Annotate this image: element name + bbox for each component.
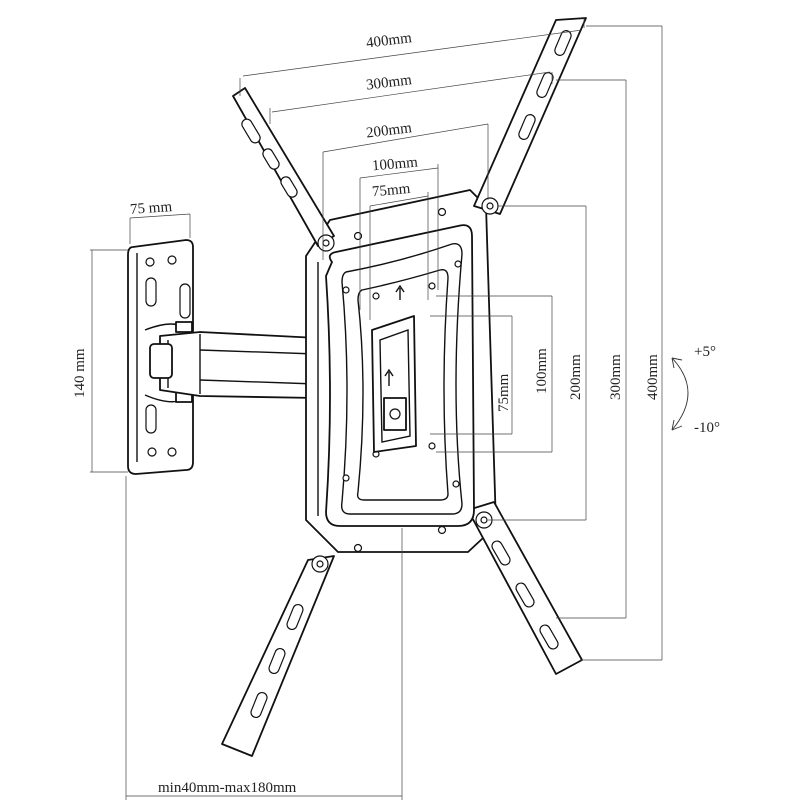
swivel-arm [149,331,319,399]
rail-upper-left [232,87,335,252]
label-vesa-height-200: 200mm [568,354,584,400]
label-vesa-width-400: 400mm [365,30,413,52]
rail-lower-right [467,501,583,675]
vesa-rails [221,17,587,757]
label-wall-plate-width: 75 mm [130,199,173,218]
front-plate [325,207,475,553]
label-vesa-width-200: 200mm [365,120,413,142]
label-vesa-width-300: 300mm [365,72,413,94]
label-tilt-down: -10° [694,420,720,436]
label-vesa-width-75: 75mm [371,181,411,200]
label-vesa-height-100: 100mm [534,348,550,394]
label-vesa-height-300: 300mm [608,354,624,400]
label-tilt-up: +5° [694,344,716,360]
label-vesa-height-75: 75mm [496,373,512,412]
label-vesa-width-100: 100mm [371,154,418,174]
dimension-labels: 400mm 300mm 200mm 100mm 75mm 75 mm 140 m… [72,30,720,796]
rail-lower-left [221,555,335,757]
dimension-lines [90,18,689,800]
label-vesa-height-400: 400mm [645,354,661,400]
rail-upper-right [473,17,587,215]
label-wall-distance: min40mm-max180mm [158,780,297,796]
label-wall-plate-height: 140 mm [72,348,88,398]
